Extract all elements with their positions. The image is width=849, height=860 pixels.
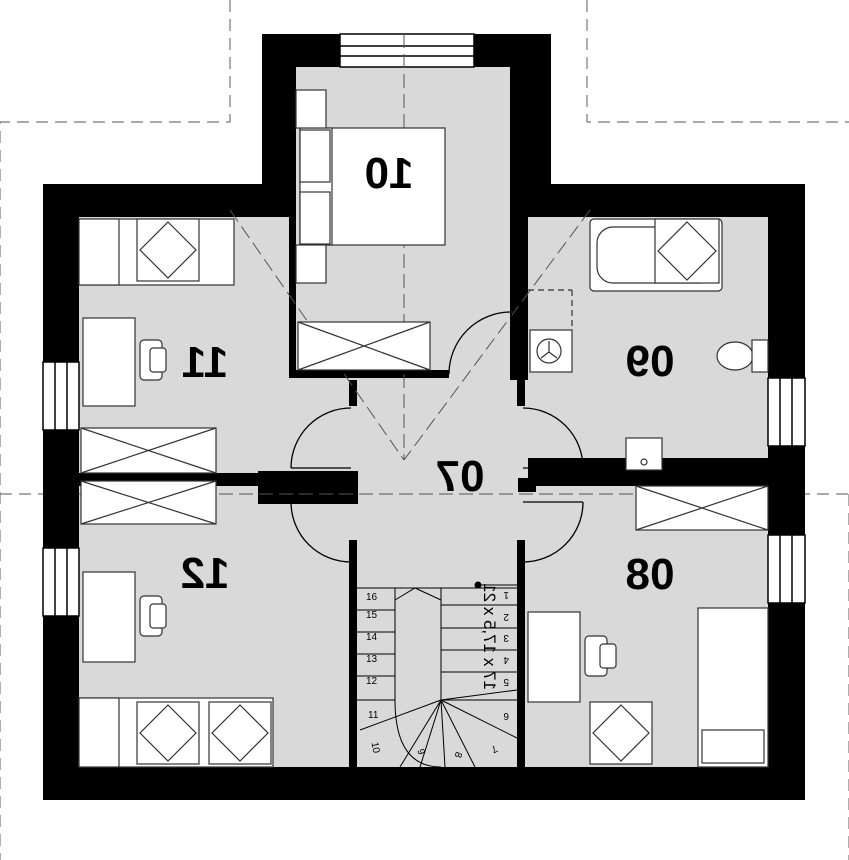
step-label: 16 (366, 592, 378, 603)
staircase (357, 581, 518, 768)
windows (42, 33, 806, 617)
room-label-12: 12 (181, 549, 230, 598)
stair-step-numbers: 1 2 3 4 5 6 7 8 9 10 11 12 13 14 15 16 (366, 589, 509, 760)
step-label: 7 (488, 742, 499, 755)
room-labels: 10 11 09 07 12 08 (181, 149, 675, 599)
step-label: 2 (503, 611, 509, 622)
step-label: 6 (503, 710, 509, 721)
room-label-09: 09 (626, 337, 675, 386)
step-label: 5 (503, 676, 509, 687)
room-label-07: 07 (436, 452, 485, 501)
room-label-11: 11 (182, 338, 229, 387)
door-room-09 (522, 407, 584, 469)
room-label-08: 08 (626, 550, 675, 599)
window-room-08 (767, 534, 806, 604)
stair-formula: 17 x 17,5 x 21 (480, 583, 499, 690)
step-label: 8 (451, 750, 463, 759)
step-label: 3 (503, 632, 509, 643)
desk-room-11 (82, 317, 136, 407)
sink (625, 437, 663, 471)
room-label-10: 10 (365, 149, 414, 198)
window-room-10 (339, 33, 475, 68)
step-label: 12 (366, 676, 378, 687)
step-label: 1 (503, 589, 509, 600)
desk-room-12 (82, 571, 136, 663)
desk-room-08 (527, 611, 581, 703)
window-room-11 (42, 361, 80, 431)
step-label: 10 (369, 741, 382, 754)
doors (290, 311, 584, 563)
window-room-09 (767, 377, 806, 447)
step-label: 9 (414, 747, 426, 756)
window-room-12 (42, 547, 80, 617)
step-label: 14 (366, 632, 378, 643)
door-room-11 (290, 407, 352, 469)
door-room-12 (290, 501, 352, 563)
door-room-10 (448, 311, 512, 375)
furniture (78, 89, 769, 768)
step-label: 15 (366, 610, 378, 621)
step-label: 11 (368, 710, 379, 721)
step-label: 13 (366, 654, 378, 665)
toilet (716, 341, 754, 371)
door-room-08 (522, 501, 584, 563)
interior-walls (79, 67, 768, 767)
step-label: 4 (503, 654, 509, 665)
